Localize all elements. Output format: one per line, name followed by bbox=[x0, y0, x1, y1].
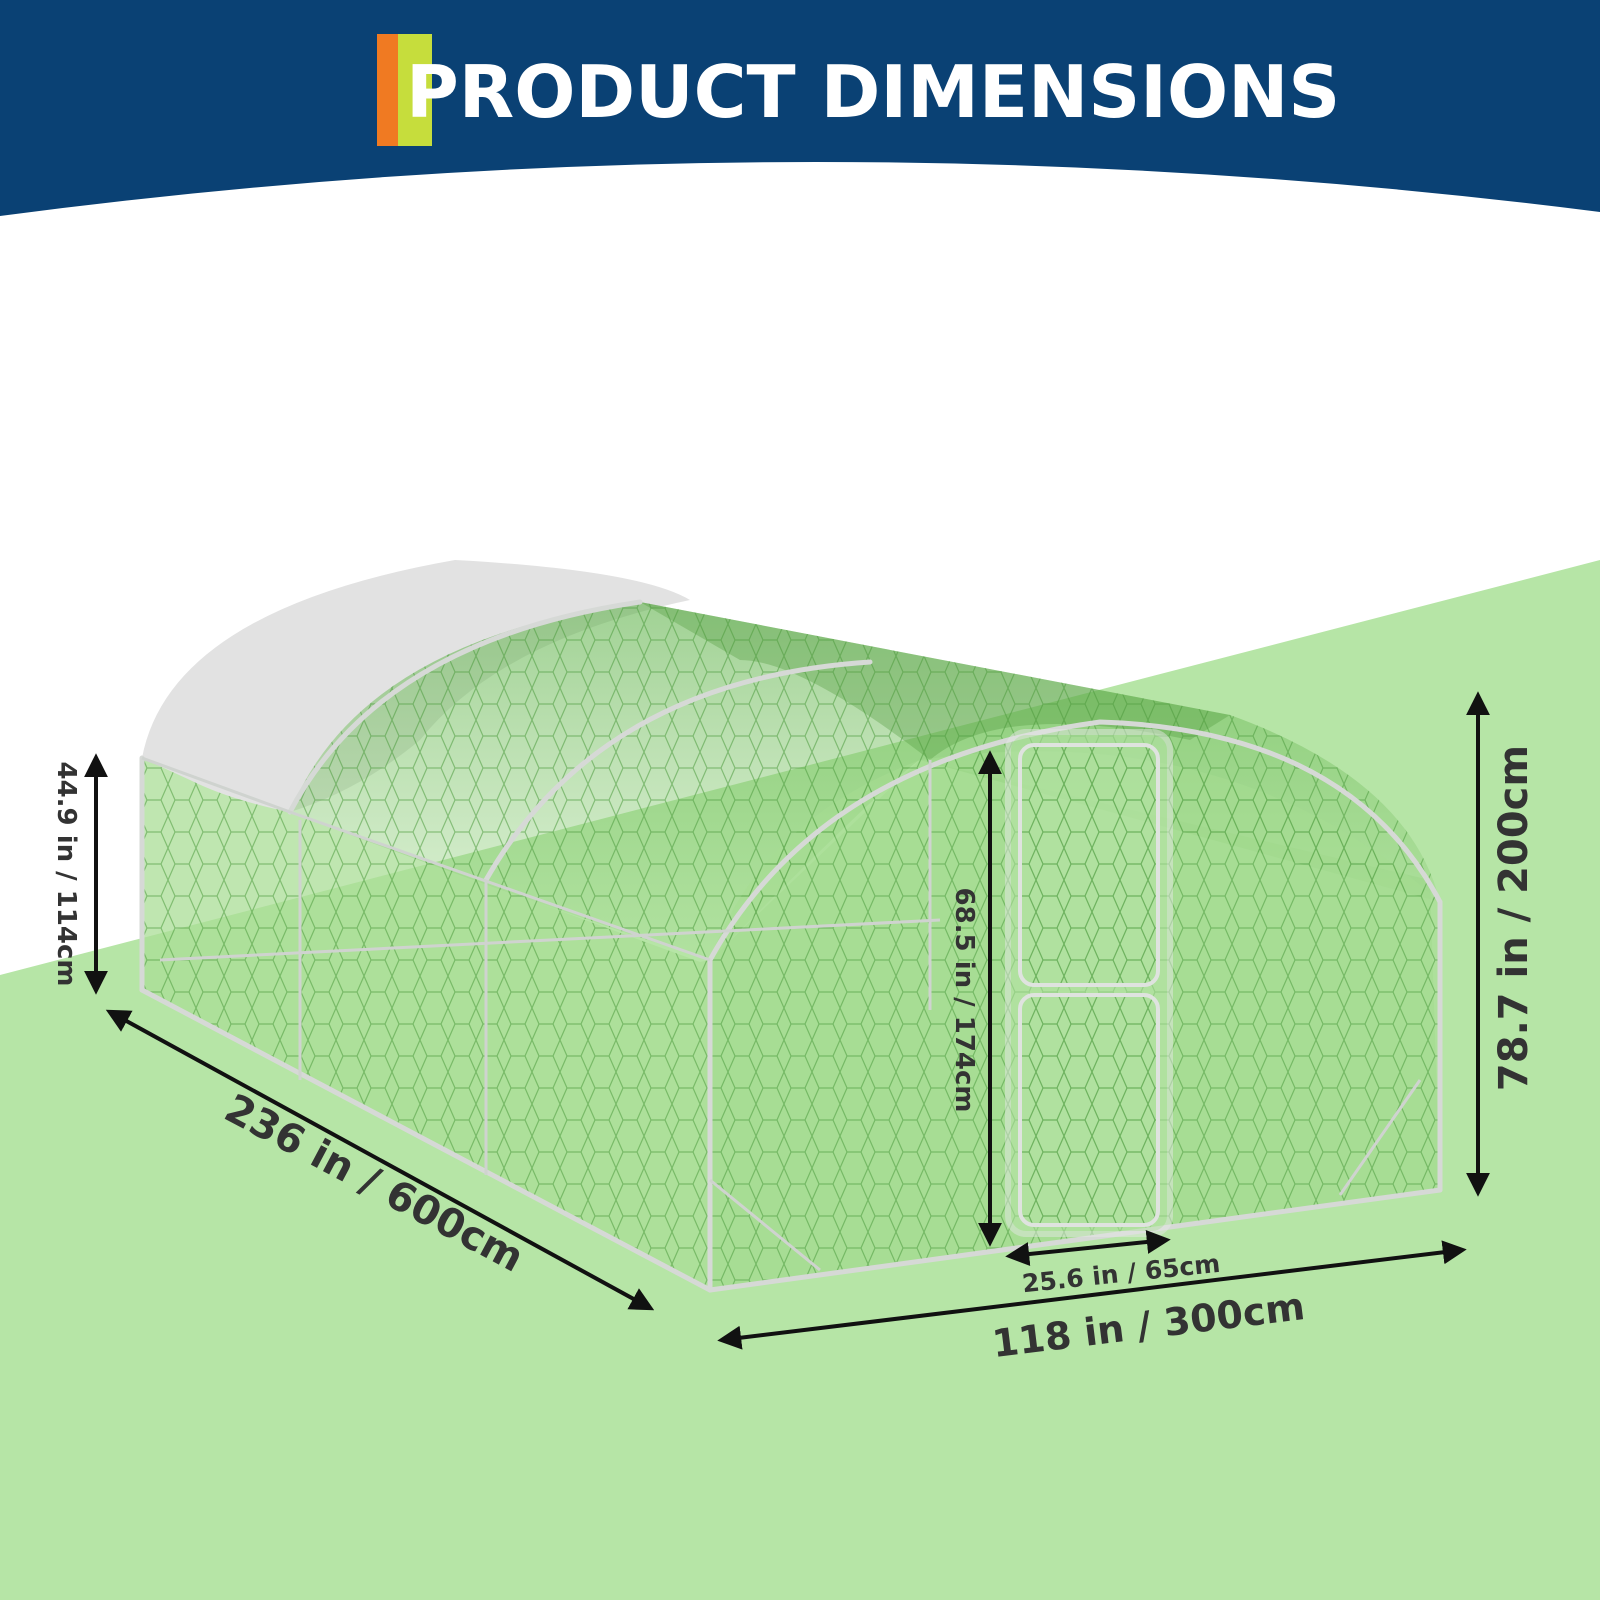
header-band: PRODUCT DIMENSIONS bbox=[0, 0, 1600, 216]
door-height-label: 68.5 in / 174cm bbox=[949, 888, 979, 1113]
roof-top bbox=[640, 602, 1230, 760]
roof-mesh bbox=[290, 602, 1440, 960]
chicken-run-illustration bbox=[139, 560, 1443, 1293]
frame-corner-brace-right bbox=[1338, 1079, 1422, 1196]
frame-front-arch bbox=[707, 719, 1443, 963]
door-lower-panel bbox=[1018, 993, 1160, 1227]
frame-middle-arch bbox=[483, 659, 873, 883]
frame-brace bbox=[159, 918, 941, 962]
door bbox=[1005, 729, 1173, 1237]
side-height-label: 44.9 in / 114cm bbox=[51, 762, 81, 987]
double-arrow-icon bbox=[717, 1240, 1467, 1350]
frame-rear-arch bbox=[287, 599, 643, 815]
double-arrow-icon bbox=[105, 1009, 655, 1311]
accent-bar-lime bbox=[398, 34, 432, 146]
frame-side-rail bbox=[141, 756, 711, 962]
page-title: PRODUCT DIMENSIONS bbox=[406, 50, 1340, 134]
total-height-label: 78.7 in / 200cm bbox=[1491, 745, 1537, 1091]
door-upper-panel bbox=[1018, 743, 1160, 987]
